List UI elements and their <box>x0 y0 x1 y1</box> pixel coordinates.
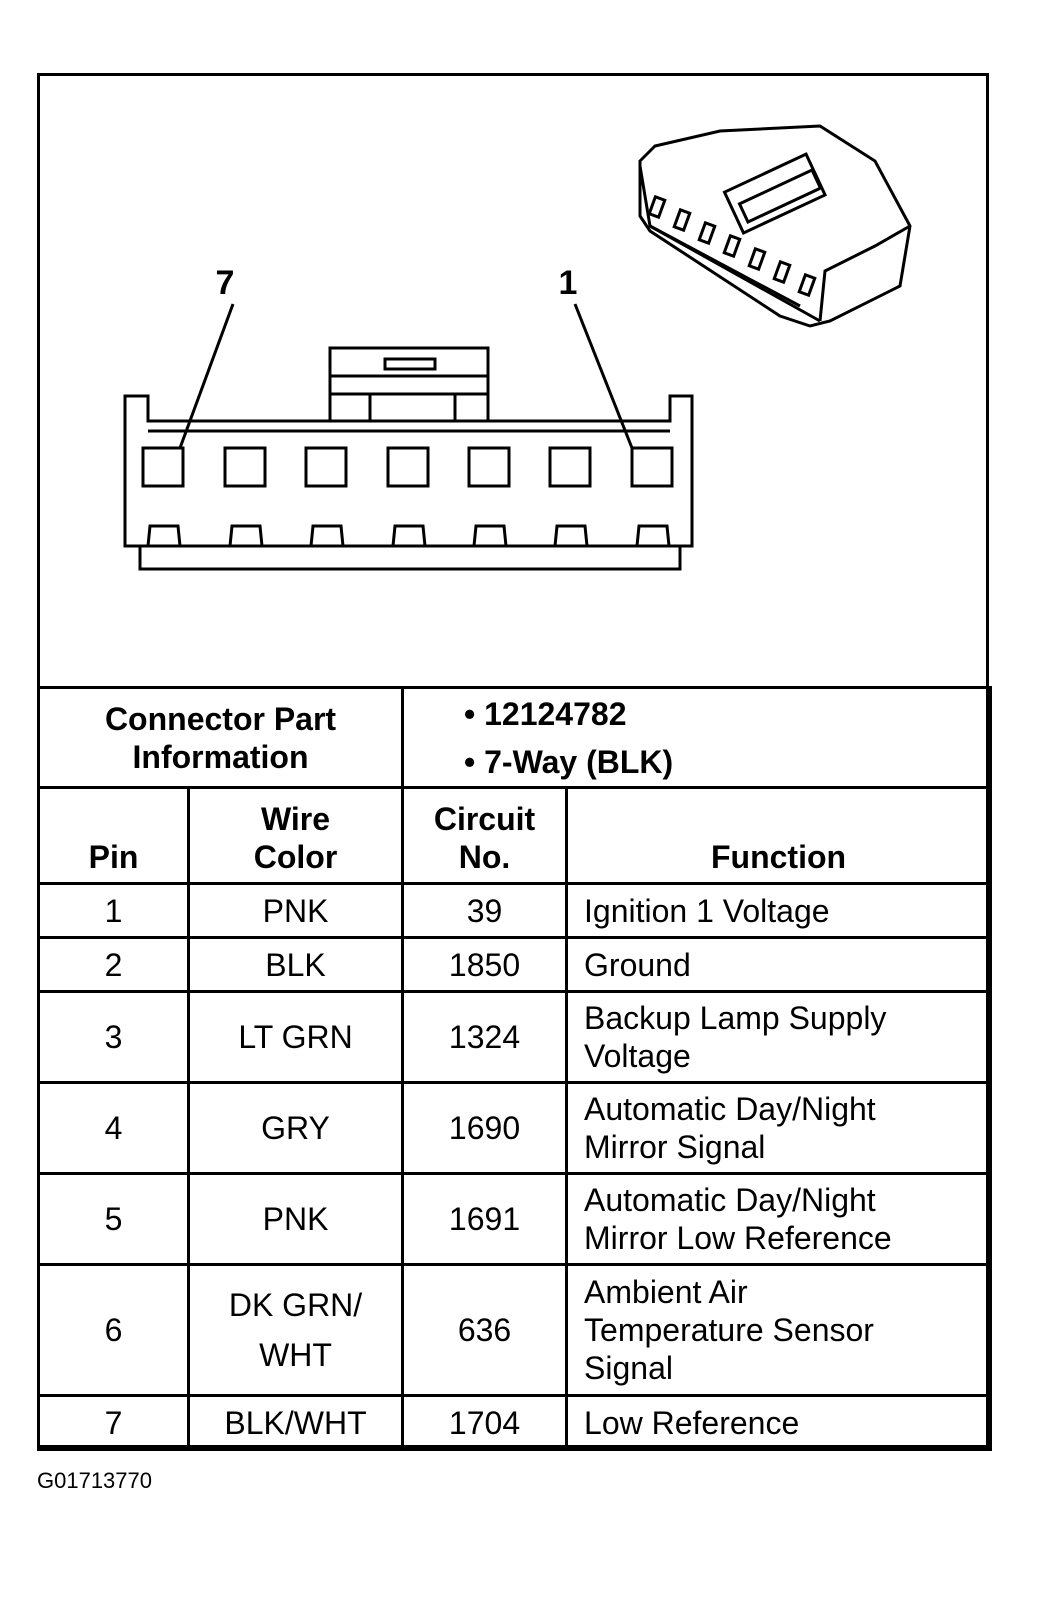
pin-cavity-7 <box>141 446 185 488</box>
table-row: 1 PNK 39 Ignition 1 Voltage <box>37 882 993 939</box>
header-pin: Pin <box>37 786 190 885</box>
cell-wire-color: PNK <box>186 1172 405 1266</box>
pin-cavity-6 <box>223 446 267 488</box>
table-row: 2 BLK 1850 Ground <box>37 936 993 993</box>
connector-info-label: Connector Part Information <box>36 686 405 789</box>
part-number: • 12124782 <box>464 696 627 732</box>
connector-info-row: Connector Part Information • 12124782 • … <box>36 686 993 789</box>
connector-description: • 7-Way (BLK) <box>464 744 674 780</box>
cell-pin: 1 <box>37 882 190 939</box>
table-row: 3 LT GRN 1324 Backup Lamp Supply Voltage <box>37 990 993 1084</box>
table-row: 4 GRY 1690 Automatic Day/Night Mirror Si… <box>37 1081 993 1175</box>
cell-circuit: 1690 <box>401 1081 569 1175</box>
cell-circuit: 1850 <box>401 936 569 993</box>
cell-function: Ambient Air Temperature Sensor Signal <box>565 1263 993 1397</box>
cell-pin: 4 <box>37 1081 190 1175</box>
connector-diagram: 7 1 <box>123 124 912 571</box>
bottom-tabs <box>146 524 671 547</box>
pin-cavity-2 <box>548 446 592 488</box>
cell-wire-color: GRY <box>186 1081 405 1175</box>
leader-line-pin-1 <box>573 303 634 449</box>
cell-function: Ignition 1 Voltage <box>565 882 993 939</box>
table-row: 5 PNK 1691 Automatic Day/Night Mirror Lo… <box>37 1172 993 1266</box>
cell-circuit: 636 <box>401 1263 569 1397</box>
cell-circuit: 1324 <box>401 990 569 1084</box>
table-row: 7 BLK/WHT 1704 Low Reference <box>37 1394 993 1451</box>
cell-pin: 2 <box>37 936 190 993</box>
cell-function: Ground <box>565 936 993 993</box>
cell-pin: 5 <box>37 1172 190 1266</box>
cell-circuit: 1704 <box>401 1394 569 1451</box>
pin-cavities <box>141 446 674 488</box>
cell-wire-color: PNK <box>186 882 405 939</box>
pin-cavity-1 <box>630 446 674 488</box>
cell-pin: 7 <box>37 1394 190 1451</box>
cell-function: Automatic Day/Night Mirror Low Reference <box>565 1172 993 1266</box>
table-row: 6 DK GRN/ WHT 636 Ambient Air Temperatur… <box>37 1263 993 1397</box>
header-function: Function <box>565 786 993 885</box>
pin-cavity-5 <box>304 446 348 488</box>
connector-3d-illustration <box>638 124 912 328</box>
pin-cavity-4 <box>386 446 430 488</box>
figure-frame: 7 1 Connector Part Information • 1212478… <box>36 73 993 1451</box>
cell-function: Automatic Day/Night Mirror Signal <box>565 1081 993 1175</box>
connector-info-values: • 12124782 • 7-Way (BLK) <box>401 686 993 789</box>
connector-front-view <box>123 303 694 571</box>
cell-function: Low Reference <box>565 1394 993 1451</box>
cell-wire-color: BLK/WHT <box>186 1394 405 1451</box>
cell-function: Backup Lamp Supply Voltage <box>565 990 993 1084</box>
cell-circuit: 39 <box>401 882 569 939</box>
pin-cavity-3 <box>467 446 511 488</box>
cell-circuit: 1691 <box>401 1172 569 1266</box>
connector-pinout-table: Connector Part Information • 12124782 • … <box>36 686 993 1451</box>
figure-id: G01713770 <box>37 1468 152 1493</box>
cell-pin: 3 <box>37 990 190 1084</box>
cell-wire-color: BLK <box>186 936 405 993</box>
callout-pin-7: 7 <box>216 264 235 302</box>
callout-pin-1: 1 <box>559 264 578 302</box>
cell-pin: 6 <box>37 1263 190 1397</box>
cell-wire-color: DK GRN/ WHT <box>186 1263 405 1397</box>
leader-line-pin-7 <box>178 303 235 449</box>
cell-wire-color: LT GRN <box>186 990 405 1084</box>
